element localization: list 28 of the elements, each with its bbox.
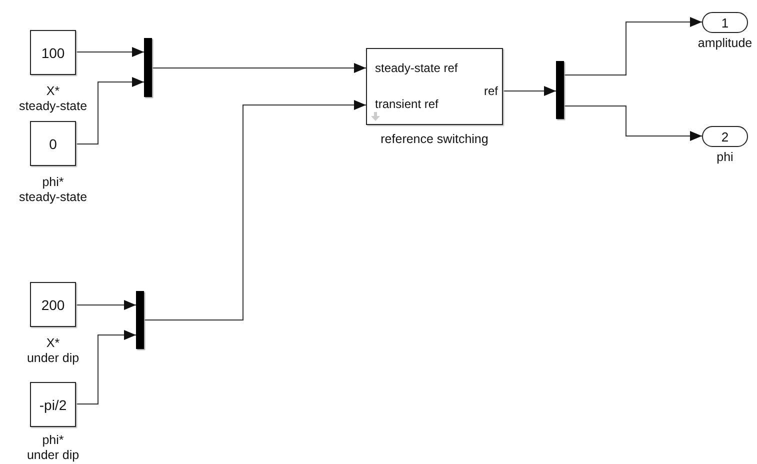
block-caption: X* under dip [26, 336, 80, 366]
constant-value: -pi/2 [38, 396, 68, 412]
signal-arrow [76, 300, 136, 310]
signal-arrow [76, 47, 144, 57]
constant-value: 0 [48, 136, 58, 152]
constant-value: 100 [40, 44, 66, 60]
mux-bar [144, 38, 152, 97]
block-caption: X* steady-state [18, 84, 88, 114]
block-caption: phi* under dip [26, 433, 80, 463]
constant-value: 200 [40, 296, 66, 312]
block-caption: phi* steady-state [18, 175, 88, 205]
signal-arrow [76, 77, 144, 144]
block-caption: amplitude [698, 36, 752, 51]
signal-arrow [502, 86, 556, 96]
port-label: transient ref [375, 97, 438, 111]
signal-arrow [152, 63, 366, 73]
signal-arrow [564, 106, 702, 141]
signal-arrow [144, 100, 366, 320]
port-label: ref [484, 84, 498, 98]
mux-bar [136, 291, 144, 349]
port-number: 2 [720, 129, 730, 144]
block-caption: reference switching [380, 132, 488, 147]
port-label: steady-state ref [375, 61, 458, 75]
signal-arrow [76, 330, 136, 404]
block-caption: phi [716, 150, 734, 165]
signal-arrow [564, 17, 702, 76]
port-number: 1 [720, 15, 730, 30]
mux-bar [556, 61, 564, 119]
